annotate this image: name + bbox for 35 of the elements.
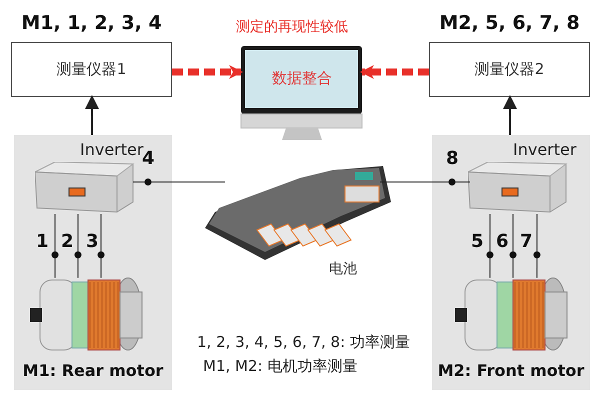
arrow	[360, 64, 429, 79]
measurement-number: 2	[60, 230, 74, 252]
measurement-line	[54, 214, 56, 278]
motor-panel	[14, 135, 172, 390]
measurement-line	[100, 214, 102, 278]
measurement-line	[380, 181, 470, 183]
heading: M1, 1, 2, 3, 4	[20, 12, 163, 34]
measurement-number: 8	[446, 148, 459, 170]
measurement-number: 7	[520, 230, 532, 252]
measurement-line	[512, 214, 514, 278]
arrow	[172, 64, 243, 79]
arrow	[503, 95, 517, 135]
arrow	[85, 95, 99, 135]
note-text: 测定的再现性较低	[236, 18, 348, 36]
instrument-box: 测量仪器1	[11, 42, 172, 97]
heading: M2, 5, 6, 7, 8	[438, 12, 581, 34]
measurement-line	[132, 181, 226, 183]
inverter-label: Inverter	[80, 140, 144, 159]
legend-note: 1, 2, 3, 4, 5, 6, 7, 8: 功率测量	[197, 333, 410, 352]
inverter-label: Inverter	[513, 140, 576, 159]
measurement-number: 6	[496, 230, 509, 252]
measurement-number: 4	[142, 148, 155, 170]
measurement-number: 3	[86, 230, 99, 252]
measurement-line	[77, 214, 78, 278]
legend-note: M1, M2: 电机功率测量	[203, 357, 358, 376]
screen-text: 数据整合	[272, 69, 332, 88]
instrument-box: 测量仪器2	[429, 42, 590, 97]
panel-title: M2: Front motor	[436, 361, 586, 380]
measurement-number: 1	[36, 230, 49, 252]
measurement-line	[536, 214, 538, 278]
panel-title: M1: Rear motor	[22, 361, 164, 380]
measurement-number: 5	[470, 230, 484, 252]
measurement-line	[489, 214, 490, 278]
battery-label: 电池	[329, 260, 357, 278]
motor-panel	[432, 135, 590, 390]
